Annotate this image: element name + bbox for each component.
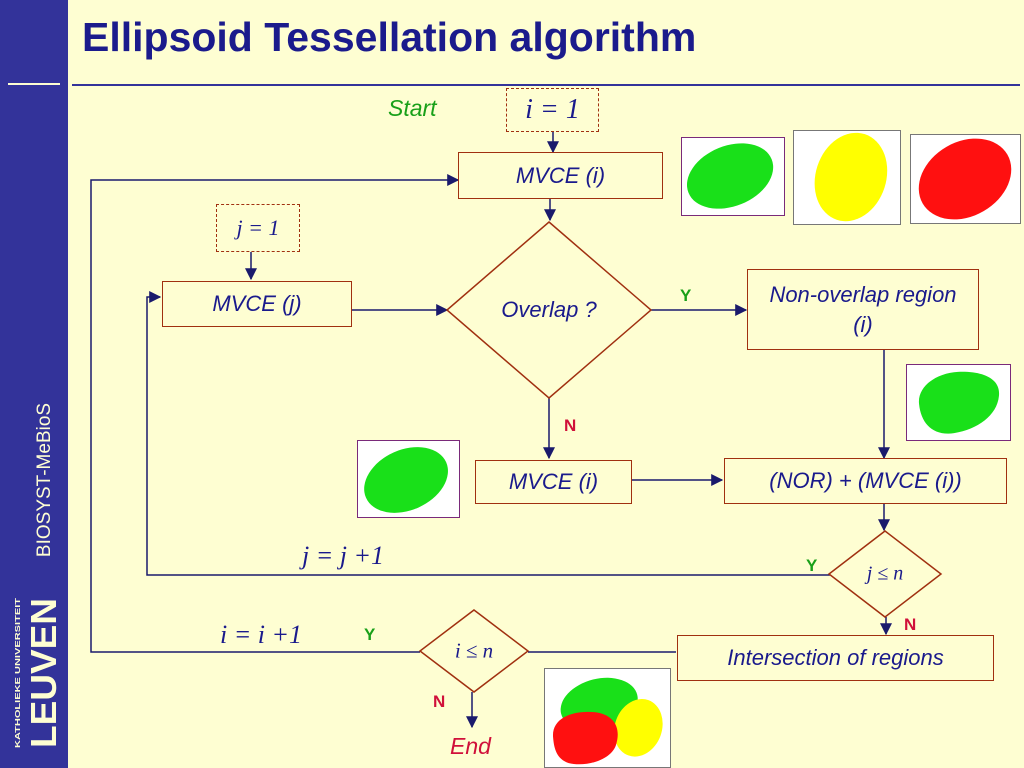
title-divider — [72, 84, 1020, 86]
overlap-no-label: N — [564, 416, 577, 435]
sidebar: BIOSYST-MeBioS LEUVEN KATHOLIEKE UNIVERS… — [0, 0, 68, 768]
yellow-ellipse-thumbnail — [793, 130, 901, 225]
nor-mvce-box: (NOR) + (MVCE (i)) — [724, 458, 1007, 504]
overlap-label: Overlap ? — [501, 297, 597, 322]
mvce-j-box: MVCE (j) — [162, 281, 352, 327]
init-j-box: j = 1 — [216, 204, 300, 252]
end-label: End — [450, 733, 491, 759]
start-label: Start — [388, 95, 437, 121]
overlap-yes-label: Y — [680, 286, 692, 305]
green-ellipse-mid-thumbnail — [357, 440, 460, 518]
j-yes-label: Y — [806, 556, 818, 575]
red-ellipse-thumbnail — [910, 134, 1021, 224]
logo-wordmark: LEUVEN — [23, 598, 60, 748]
i-condition-diamond — [418, 609, 530, 693]
i-increment-label: i = i +1 — [220, 620, 303, 649]
non-overlap-box: Non-overlap region (i) — [747, 269, 979, 350]
university-logo: LEUVEN KATHOLIEKE UNIVERSITEIT — [13, 597, 60, 748]
init-i-box: i = 1 — [506, 88, 599, 132]
i-condition-label: i ≤ n — [454, 638, 494, 663]
sidebar-rule — [8, 83, 60, 85]
green-blob-thumbnail — [906, 364, 1011, 441]
i-no-label: N — [433, 692, 446, 711]
logo-subtext: KATHOLIEKE UNIVERSITEIT — [13, 597, 22, 748]
mvce-i-mid-box: MVCE (i) — [475, 460, 632, 504]
i-yes-label: Y — [364, 625, 376, 644]
overlapping-regions-thumbnail — [544, 668, 671, 768]
j-no-label: N — [904, 615, 917, 634]
mvce-i-top-box: MVCE (i) — [458, 152, 663, 199]
j-condition-label: j ≤ n — [866, 562, 904, 585]
overlap-diamond — [445, 221, 653, 399]
green-ellipse-thumbnail — [681, 137, 785, 216]
j-condition-diamond — [827, 530, 943, 618]
intersection-box: Intersection of regions — [677, 635, 994, 681]
j-increment-label: j = j +1 — [302, 541, 385, 570]
page-title: Ellipsoid Tessellation algorithm — [82, 14, 697, 60]
